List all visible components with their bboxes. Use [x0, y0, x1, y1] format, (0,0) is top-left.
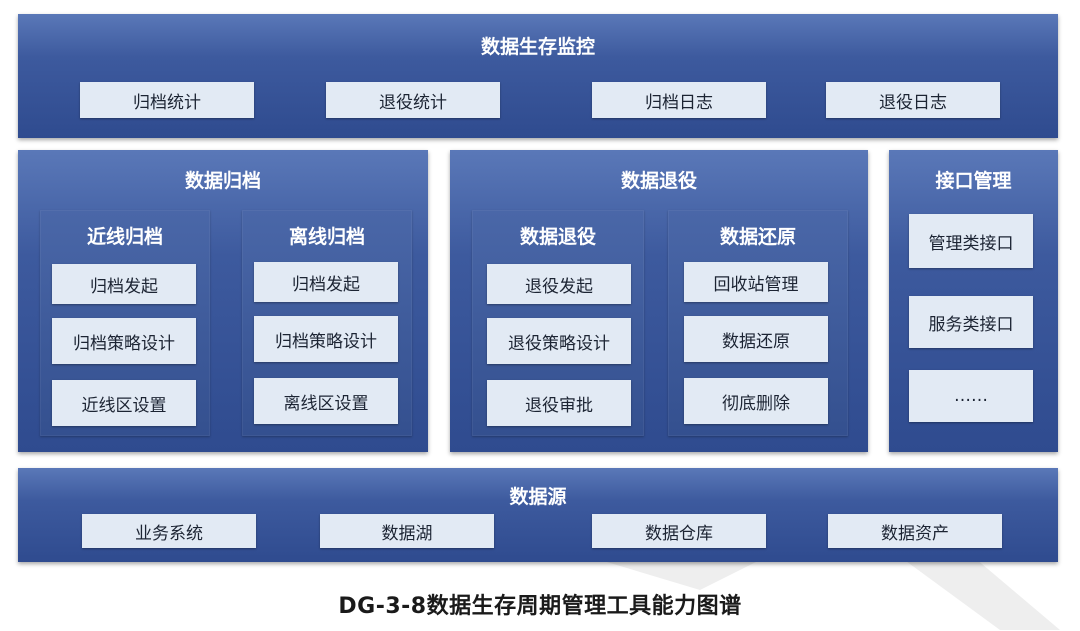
interface-item-management: 管理类接口	[909, 214, 1033, 268]
restore-item-recycle-bin: 回收站管理	[684, 262, 828, 302]
monitor-panel: 数据生存监控 归档统计 退役统计 归档日志 退役日志	[18, 14, 1058, 138]
nearline-item-zone: 近线区设置	[52, 380, 196, 426]
retire-panel: 数据退役 数据退役 退役发起 退役策略设计 退役审批 数据还原 回收站管理 数据…	[450, 150, 868, 452]
restore-item-restore: 数据还原	[684, 316, 828, 362]
retirement-item-policy: 退役策略设计	[487, 318, 631, 364]
restore-group: 数据还原 回收站管理 数据还原 彻底删除	[668, 210, 848, 436]
nearline-archive-group: 近线归档 归档发起 归档策略设计 近线区设置	[40, 210, 210, 436]
interface-panel: 接口管理 管理类接口 服务类接口 ……	[889, 150, 1058, 452]
source-title: 数据源	[509, 486, 567, 508]
source-item-data-lake: 数据湖	[320, 514, 494, 548]
nearline-archive-title: 近线归档	[86, 226, 163, 248]
restore-item-purge: 彻底删除	[684, 378, 828, 424]
interface-item-service: 服务类接口	[909, 296, 1033, 348]
monitor-item-retire-stats: 退役统计	[326, 82, 500, 118]
monitor-item-retire-log: 退役日志	[826, 82, 1000, 118]
archive-title: 数据归档	[184, 170, 261, 192]
offline-item-initiate: 归档发起	[254, 262, 398, 302]
interface-item-more: ……	[909, 370, 1033, 422]
retirement-item-approval: 退役审批	[487, 380, 631, 426]
source-item-data-assets: 数据资产	[828, 514, 1002, 548]
nearline-item-initiate: 归档发起	[52, 264, 196, 304]
source-panel: 数据源 业务系统 数据湖 数据仓库 数据资产	[18, 468, 1058, 562]
restore-title: 数据还原	[719, 226, 796, 248]
retirement-item-initiate: 退役发起	[487, 264, 631, 304]
monitor-item-archive-log: 归档日志	[592, 82, 766, 118]
offline-archive-title: 离线归档	[288, 226, 365, 248]
nearline-item-policy: 归档策略设计	[52, 318, 196, 364]
interface-title: 接口管理	[935, 170, 1012, 192]
archive-panel: 数据归档 近线归档 归档发起 归档策略设计 近线区设置 离线归档 归档发起 归档…	[18, 150, 428, 452]
retirement-title: 数据退役	[519, 226, 596, 248]
monitor-title: 数据生存监控	[480, 36, 595, 58]
offline-item-policy: 归档策略设计	[254, 316, 398, 362]
monitor-item-archive-stats: 归档统计	[80, 82, 254, 118]
source-item-business-system: 业务系统	[82, 514, 256, 548]
source-item-data-warehouse: 数据仓库	[592, 514, 766, 548]
offline-archive-group: 离线归档 归档发起 归档策略设计 离线区设置	[242, 210, 412, 436]
offline-item-zone: 离线区设置	[254, 378, 398, 424]
figure-caption: DG-3-8数据生存周期管理工具能力图谱	[338, 594, 742, 619]
retire-title: 数据退役	[620, 170, 697, 192]
retirement-group: 数据退役 退役发起 退役策略设计 退役审批	[472, 210, 644, 436]
